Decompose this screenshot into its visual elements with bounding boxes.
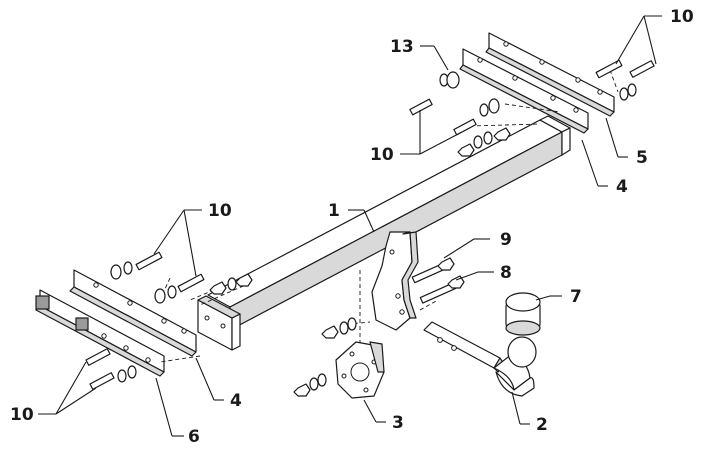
washer-mid-right-4: [483, 131, 493, 145]
tow-ball-neck-2: [423, 321, 537, 397]
washer-top-left-1: [110, 264, 122, 280]
callout-13: 13: [390, 37, 414, 57]
bolt-9: [411, 257, 455, 284]
bolt-10-e: [135, 251, 163, 271]
washer-bracket-2: [347, 317, 357, 331]
callout-4-right: 4: [616, 177, 628, 197]
nut-top-left-1: [209, 281, 227, 295]
washer-mid-right-3: [473, 135, 483, 149]
callout-10-top-left: 10: [208, 201, 232, 221]
callout-8: 8: [500, 263, 512, 283]
central-bracket: [371, 231, 419, 331]
bolt-8: [419, 275, 465, 304]
washer-bottom-left-2: [127, 365, 137, 379]
washer-bracket-1: [339, 321, 349, 335]
nut-mid-right-2: [493, 127, 511, 141]
callout-9: 9: [500, 230, 512, 250]
callout-10-mid-right: 10: [370, 145, 394, 165]
ball-cover-7: [505, 292, 541, 336]
bolt-10-h: [89, 372, 115, 390]
washer-mid-right-1: [479, 103, 489, 117]
nut-bracket-1: [321, 325, 339, 339]
callout-3: 3: [392, 413, 404, 433]
nut-top-left-2: [235, 273, 253, 287]
washer-bracket-4: [317, 373, 327, 387]
callout-6: 6: [188, 427, 200, 447]
bolt-10-g: [85, 348, 111, 366]
washer-top-left-2: [123, 261, 133, 275]
left-inner-plate-4: [69, 269, 197, 357]
washer-top-left-3: [154, 288, 166, 304]
bolt-10-d: [453, 118, 477, 136]
nut-bracket-2: [293, 383, 311, 397]
bolt-set-top-right: [595, 59, 655, 101]
left-plate-nut-block: [35, 295, 50, 310]
bolt-set-top-left: [110, 251, 253, 304]
bolt-10-f: [177, 273, 205, 293]
right-inner-plate-4: [459, 48, 589, 134]
left-plate-nut-block-2: [75, 317, 89, 331]
washer-bottom-left-1: [117, 369, 127, 383]
callout-10-top-right: 10: [670, 7, 694, 27]
right-side-plate-5: [485, 32, 615, 117]
washer-top-left-5: [227, 277, 237, 291]
washer-bracket-3: [309, 377, 319, 391]
callout-5: 5: [636, 148, 648, 168]
callout-1: 1: [328, 201, 340, 221]
callout-7: 7: [570, 287, 582, 307]
washer-13-b: [446, 71, 460, 89]
leader-lines: [38, 15, 662, 437]
bolt-10-c: [409, 98, 433, 116]
bracket-nut-set: [293, 317, 357, 397]
washer-top-left-4: [167, 285, 177, 299]
tow-ball: [507, 336, 537, 368]
bolt-set-bottom-left: [85, 348, 137, 390]
socket-plate-3: [335, 341, 385, 399]
washer-mid-right-2: [488, 98, 500, 114]
main-crossbar-1: [197, 115, 571, 351]
callout-10-bottom-left: 10: [10, 405, 34, 425]
left-side-plate-6: [35, 289, 165, 377]
nut-mid-right-1: [457, 143, 475, 157]
bolt-10-a: [595, 59, 623, 79]
bolt-set-mid-right: [409, 71, 511, 157]
washer-top-right-2: [627, 83, 637, 97]
callout-4-left: 4: [230, 391, 242, 411]
callout-2: 2: [536, 415, 548, 435]
bolt-10-b: [629, 60, 655, 78]
washer-top-right-1: [619, 87, 629, 101]
